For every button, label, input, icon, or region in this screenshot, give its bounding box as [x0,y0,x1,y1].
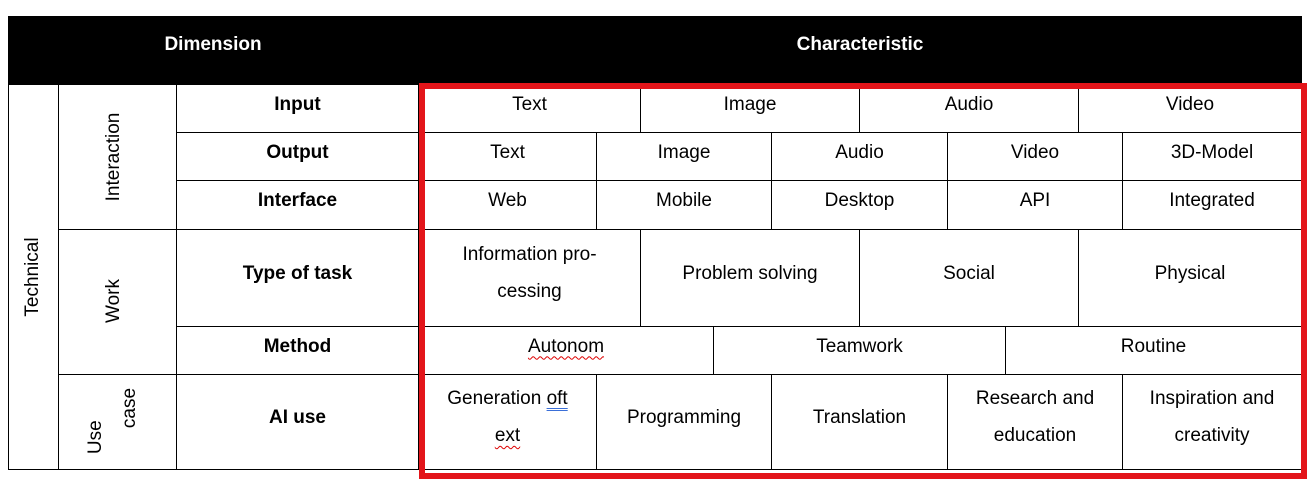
output-image: Image [657,141,711,163]
row-label-method: Method [263,335,332,357]
task-information-processing: Information pro- cessing [419,230,640,316]
aiuse-generation-of-text: Generation oft ext [419,375,596,459]
table-header: Dimension Characteristic [8,16,1302,85]
header-characteristic: Characteristic [796,34,924,55]
input-image: Image [723,93,777,115]
row-label-type-of-task: Type of task [242,262,353,284]
output-text: Text [490,141,525,163]
input-text: Text [512,93,547,115]
task-info-line1: Information pro- [462,244,597,265]
interface-desktop: Desktop [824,189,895,211]
aiuse-gen-line2: ext [494,425,521,446]
interface-mobile: Mobile [656,189,712,211]
aiuse-gen-word1: Generation [447,388,547,409]
task-info-line2: cessing [497,281,562,302]
row-label-output: Output [266,141,329,163]
group-use-case: Use case [79,388,147,454]
method-teamwork: Teamwork [816,335,903,357]
task-physical: Physical [1154,262,1226,284]
output-video: Video [1010,141,1060,163]
input-audio: Audio [944,93,994,115]
interface-integrated: Integrated [1169,189,1255,211]
group-interaction: Interaction [103,112,124,202]
row-label-ai-use: AI use [268,406,327,428]
output-3d-model: 3D-Model [1170,141,1254,163]
header-dimension: Dimension [164,34,262,55]
aiuse-inspiration-line1: Inspiration and [1149,388,1275,409]
aiuse-programming: Programming [626,406,742,428]
interface-api: API [1019,189,1051,211]
aiuse-inspiration-and-creativity: Inspiration and creativity [1123,375,1301,459]
row-label-input: Input [274,93,321,115]
method-autonom-text: Autonom [527,335,605,357]
output-audio: Audio [835,141,884,163]
aiuse-research-line1: Research and [975,388,1095,409]
aiuse-research-and-education: Research and education [948,375,1122,459]
task-social: Social [943,262,995,284]
method-routine: Routine [1120,335,1187,357]
group-technical: Technical [22,237,43,317]
aiuse-gen-line1: Generation oft [447,380,567,417]
group-use-case-line2: case [119,387,140,429]
aiuse-inspiration-line2: creativity [1174,425,1250,446]
method-autonom: Autonom [419,327,713,365]
aiuse-gen-word2: oft [546,388,568,409]
row-label-interface: Interface [257,189,338,211]
group-work: Work [103,279,124,323]
interface-web: Web [488,189,527,211]
aiuse-translation: Translation [812,406,907,428]
aiuse-research-line2: education [993,425,1077,446]
group-use-case-line1: Use [85,420,106,455]
task-problem-solving: Problem solving [682,262,818,284]
input-video: Video [1165,93,1215,115]
